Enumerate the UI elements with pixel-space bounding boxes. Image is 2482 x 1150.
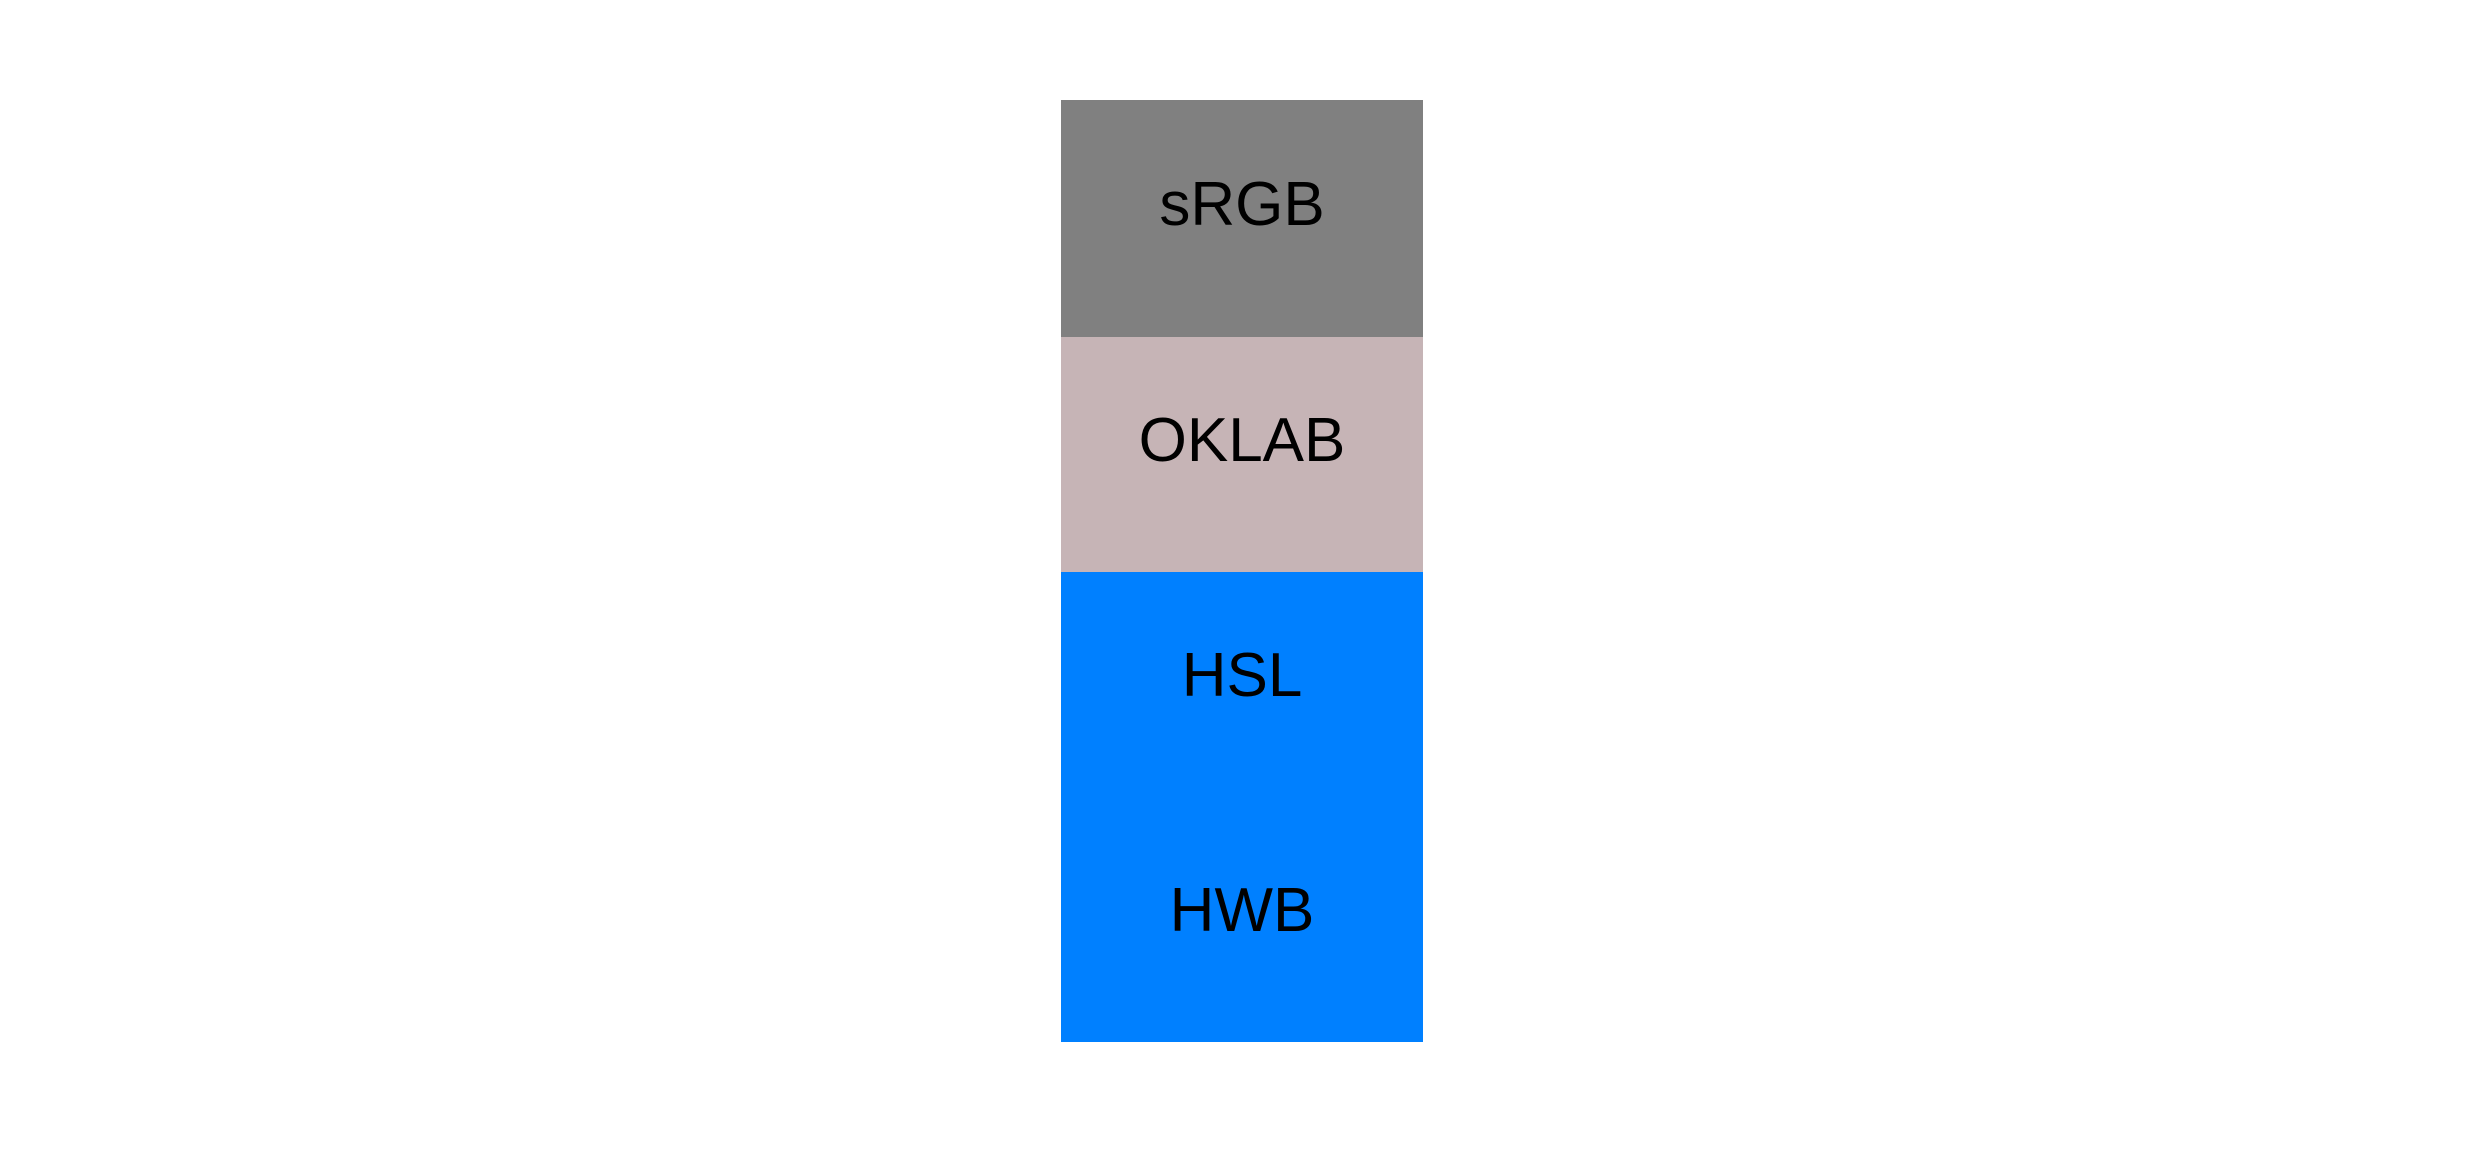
swatch-label-hsl: HSL: [1181, 640, 1303, 710]
swatch-oklab: OKLAB: [1061, 337, 1423, 572]
swatch-label-hwb: HWB: [1169, 875, 1315, 945]
swatch-label-srgb: sRGB: [1159, 169, 1325, 239]
swatch-hsl: HSL: [1061, 572, 1423, 807]
color-interpolation-swatches: sRGB OKLAB HSL HWB: [1061, 100, 1423, 1042]
swatch-hwb: HWB: [1061, 807, 1423, 1042]
swatch-label-oklab: OKLAB: [1138, 405, 1346, 475]
swatch-srgb: sRGB: [1061, 100, 1423, 337]
